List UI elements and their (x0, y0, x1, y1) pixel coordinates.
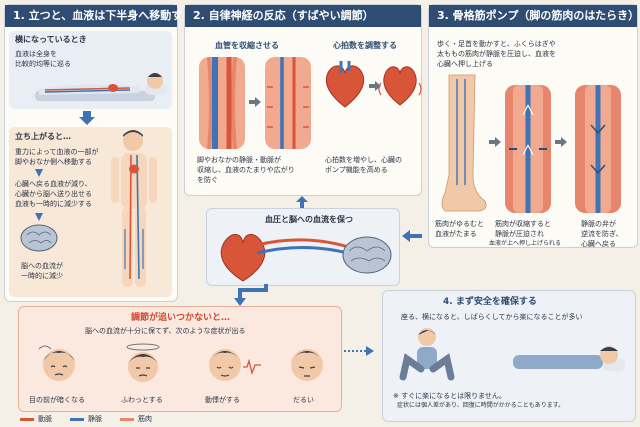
vessel-text-2: 収縮し、血液のたまりや広がり (197, 166, 295, 174)
cap3-line3: 心臓へ戻る (581, 240, 616, 248)
lying-text-2: 比較的均等に巡る (15, 60, 71, 68)
leg-foot-illustration (441, 74, 487, 212)
heart-title: 心拍数を調整する (333, 41, 397, 50)
symptom-dark-vision-face (38, 345, 75, 381)
safety-note-2: 症状には個人差があり、回復に時間がかかることもあります。 (397, 402, 565, 409)
standing-person-illustration (111, 130, 157, 287)
warning-subtitle: 脳への血流が十分に保てず、次のような症状が出る (85, 327, 246, 335)
panel-muscle-pump-title: 3. 骨格筋ポンプ（脚の筋肉のはたらき） (429, 5, 639, 27)
cap2-line3: 血液が上へ押し上げられる (489, 240, 562, 247)
right-arrow-4 (555, 137, 567, 147)
legend-muscle-swatch (120, 418, 134, 421)
return-text-1: 心臓へ戻る血液が減り、 (15, 180, 92, 188)
standing-text-1: 重力によって血液の一部が (15, 148, 99, 156)
cap2-line1: 筋肉が収縮すると (495, 220, 551, 228)
lying-down-person-illustration (513, 346, 625, 371)
symptom-palpitation-face (209, 349, 261, 381)
legend: 動脈 静脈 筋肉 (20, 414, 220, 424)
arrow-up-from-center (296, 196, 308, 208)
center-title: 血圧と脳への血流を保つ (265, 215, 353, 224)
heart-to-brain-illustration (220, 234, 392, 282)
down-arrow-small-2 (35, 213, 43, 221)
panel-autonomic-title: 2. 自律神経の反応（すばやい調節） (185, 5, 421, 27)
panel-warning: 調節が追いつかないと… 脳への血流が十分に保てず、次のような症状が出る 目の前が… (18, 306, 342, 412)
lying-text-1: 血液は全身を (15, 50, 57, 58)
cap3-line1: 静脈の弁が (581, 220, 616, 228)
right-arrow-1 (249, 97, 261, 107)
brain-text-1: 脳への血流が (21, 262, 63, 270)
panel-safety: 4. まず安全を確保する 座る、横になると、しばらくしてから楽になることが多い … (382, 290, 636, 422)
muscle-contract-illustration (505, 85, 551, 213)
panel-autonomic: 2. 自律神経の反応（すばやい調節） 血管を収縮させる 心拍数を調整する 脚やお… (184, 4, 422, 196)
muscle-intro-2: 太ももの筋肉が静脈を圧迫し、血液を (437, 50, 556, 58)
cap1-line2: 血液がたまる (435, 230, 477, 238)
legend-artery-swatch (20, 418, 34, 421)
vessel-title: 血管を収縮させる (215, 41, 279, 50)
down-arrow (79, 111, 95, 125)
heart-normal-icon (325, 61, 365, 108)
vessel-relaxed-illustration (199, 56, 245, 150)
panel-gravity-title: 1. 立つと、血液は下半身へ移動する (5, 5, 193, 27)
panel-muscle-pump: 3. 骨格筋ポンプ（脚の筋肉のはたらき） 歩く・足首を動かすと、ふくらはぎや 太… (428, 4, 639, 248)
safety-subtitle: 座る、横になると、しばらくしてから楽になることが多い (401, 313, 583, 321)
heart-text-2: ポンプ機能を高める (325, 166, 388, 174)
heart-text-1: 心拍数を増やし、心臓の (325, 156, 402, 164)
standing-text-2: 脚やおなか側へ移動する (15, 158, 92, 166)
lying-title: 横になっているとき (15, 35, 87, 44)
panel-maintain-flow: 血圧と脳への血流を保つ (206, 208, 400, 286)
legend-vein-swatch (70, 418, 84, 421)
cap2-line2: 静脈が圧迫され (495, 230, 544, 238)
right-arrow-2 (369, 81, 381, 91)
lying-person-illustration (35, 73, 167, 101)
vessel-text-3: を防ぐ (197, 176, 218, 184)
symptom-dizzy-face (126, 343, 160, 382)
brain-text-2: 一時的に減少 (21, 272, 63, 280)
symptom-fatigue-face (291, 349, 323, 381)
panel-gravity: 1. 立つと、血液は下半身へ移動する 横になっているとき 血液は全身を 比較的均… (4, 4, 193, 302)
sitting-person-illustration (399, 328, 455, 381)
cap1-line1: 筋肉がゆるむと (435, 220, 484, 228)
dotted-arrow-to-safety (344, 346, 374, 356)
warning-title: 調節が追いつかないと… (131, 313, 231, 323)
arrow-down-to-warning (234, 284, 268, 306)
right-arrow-3 (489, 137, 501, 147)
muscle-intro-3: 心臓へ押し上げる (437, 60, 493, 68)
brain-icon (20, 224, 58, 252)
safety-note-1: ※ すぐに楽になるとは限りません。 (393, 392, 506, 400)
standing-title: 立ち上がると… (15, 132, 71, 141)
symptom-label-4: だるい (293, 396, 314, 404)
heart-fast-icon (378, 66, 422, 106)
legend-vein-label: 静脈 (88, 415, 102, 423)
symptom-label-2: ふわっとする (121, 396, 163, 404)
left-arrow-to-center (402, 230, 422, 242)
vessel-text-1: 脚やおなかの静脈・動脈が (197, 156, 281, 164)
down-arrow-small-1 (35, 169, 43, 177)
vessel-constricted-illustration (265, 57, 311, 149)
return-text-2: 心臓から脳へ送り出せる (15, 190, 92, 198)
valve-illustration (575, 85, 621, 213)
legend-artery-label: 動脈 (38, 415, 52, 423)
symptom-label-1: 目の前が暗くなる (29, 396, 85, 404)
muscle-intro-1: 歩く・足首を動かすと、ふくらはぎや (437, 40, 556, 48)
legend-muscle-label: 筋肉 (138, 415, 152, 423)
symptom-label-3: 動悸がする (205, 396, 240, 404)
cap3-line2: 逆流を防ぎ、 (581, 230, 623, 238)
return-text-3: 血液も一時的に減少する (15, 200, 92, 208)
safety-title: 4. まず安全を確保する (443, 297, 537, 307)
